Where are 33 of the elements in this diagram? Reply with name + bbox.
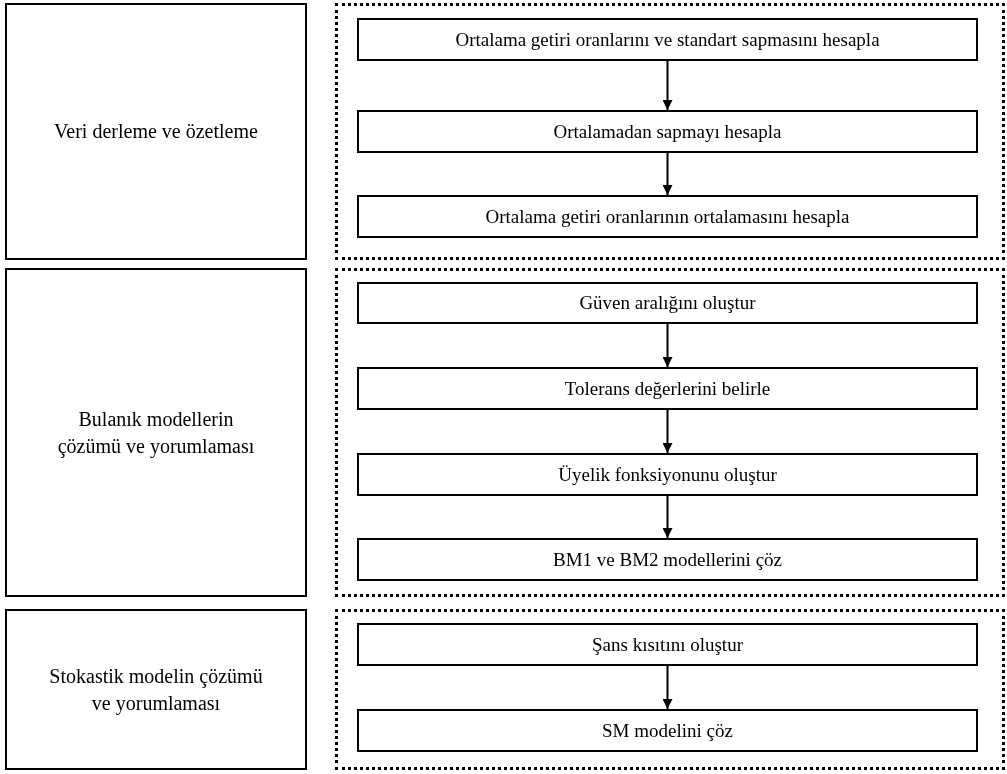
arrow — [662, 152, 673, 196]
arrow — [662, 323, 673, 368]
dotted-group-box — [335, 3, 1005, 260]
dotted-group-box — [335, 609, 1005, 770]
box-label: Güven aralığını oluştur — [579, 291, 756, 316]
stage-box — [5, 268, 307, 597]
process-box — [357, 195, 978, 238]
box-label: Ortalamadan sapmayı hesapla — [553, 119, 782, 144]
box-label: Şans kısıtını oluştur — [592, 632, 743, 657]
arrow — [662, 60, 673, 111]
arrow — [662, 409, 673, 454]
dotted-group-box — [335, 268, 1005, 597]
process-box — [357, 18, 978, 61]
process-box — [357, 282, 978, 324]
stage-box — [5, 3, 307, 260]
box-label: Tolerans değerlerini belirle — [564, 376, 771, 401]
process-box — [357, 709, 978, 752]
stage-box — [5, 609, 307, 770]
process-box — [357, 623, 978, 666]
box-label: SM modelini çöz — [602, 718, 733, 743]
box-label: BM1 ve BM2 modellerini çöz — [553, 547, 782, 572]
box-label: Üyelik fonksiyonunu oluştur — [558, 462, 777, 487]
box-label: Ortalama getiri oranlarını ve standart sapmasını hesapla — [455, 27, 880, 52]
process-box — [357, 453, 978, 496]
box-label: Ortalama getiri oranlarının ortalamasını hesapla — [485, 204, 850, 229]
arrow — [662, 665, 673, 710]
process-box — [357, 367, 978, 410]
arrow — [662, 495, 673, 539]
process-box — [357, 538, 978, 581]
box-label: Bulanık modellerin çözümü ve yorumlaması — [56, 406, 256, 460]
box-label: Stokastik modelin çözümü ve yorumlaması — [48, 663, 264, 717]
process-box — [357, 110, 978, 153]
box-label: Veri derleme ve özetleme — [54, 119, 258, 144]
